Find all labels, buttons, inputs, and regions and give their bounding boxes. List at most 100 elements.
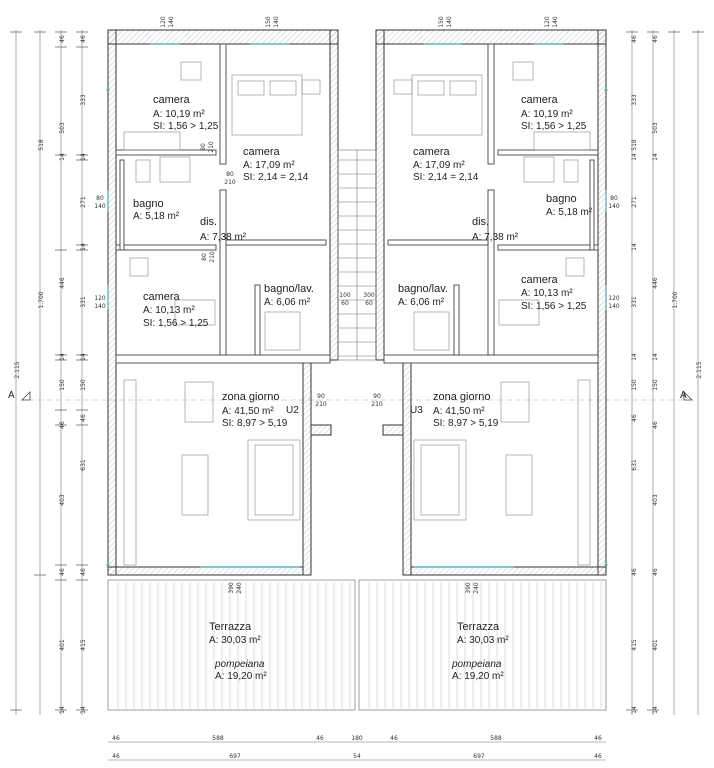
dim-left-b-7: 46 [59, 568, 66, 576]
terrace-left [107, 579, 356, 711]
dim-right-overall-1: 1.700 [672, 291, 679, 308]
dim-right-a-5: 331 [631, 296, 638, 308]
dim-right-b-4: 150 [652, 379, 659, 391]
dim-left-top: 46 [59, 35, 66, 43]
opening-w8-w: 390 [228, 582, 235, 594]
svg-text:A: 30,03 m²: A: 30,03 m² [209, 635, 261, 646]
svg-text:A: 30,03 m²: A: 30,03 m² [457, 635, 509, 646]
svg-text:bagno/lav.: bagno/lav. [264, 283, 314, 295]
room-right-dis: dis. A: 7,38 m² [472, 216, 519, 243]
svg-text:pompeiana: pompeiana [214, 659, 265, 670]
svg-text:SI: 2,14 = 2,14: SI: 2,14 = 2,14 [413, 172, 479, 183]
opening-w4-h: 210 [315, 401, 327, 408]
section-markers [20, 391, 694, 401]
room-right-bagnolav: bagno/lav. A: 6,06 m² [398, 283, 448, 308]
dim-left-a-4: 14 [80, 243, 87, 251]
dim-right-a-9: 631 [631, 459, 638, 471]
room-left-bagno: bagno A: 5,18 m² [133, 198, 180, 222]
opening-w9-w: 390 [465, 582, 472, 594]
left-dimension-ticks [10, 31, 704, 711]
terrace-right [358, 579, 607, 711]
svg-text:SI: 1,56 > 1,25: SI: 1,56 > 1,25 [143, 318, 209, 329]
dim-left-a-12: 14 [80, 706, 87, 714]
dim-right-a-3: 271 [631, 196, 638, 208]
svg-text:A: 5,18 m²: A: 5,18 m² [133, 211, 180, 222]
svg-text:pompeiana: pompeiana [451, 659, 502, 670]
dim-bottom-b-3: 697 [473, 753, 485, 760]
opening-w3-h: 210 [209, 251, 216, 263]
room-left-dis: dis. A: 7,38 m² [200, 216, 247, 243]
opening-w8-h: 240 [236, 582, 243, 594]
dim-right-c: 518 [631, 139, 638, 151]
dim-left-a-8: 46 [80, 414, 87, 422]
dim-left-a-9: 631 [80, 459, 87, 471]
svg-text:A: 19,20 m²: A: 19,20 m² [215, 671, 267, 682]
svg-text:dis.: dis. [200, 216, 217, 228]
dim-bottom-b-2: 54 [353, 753, 361, 760]
svg-text:SI: 1,56 > 1,25: SI: 1,56 > 1,25 [153, 121, 219, 132]
dim-bottom-a-6: 46 [594, 735, 602, 742]
left-dimension-lines [15, 30, 699, 715]
dim-left-b-4: 150 [59, 379, 66, 391]
svg-text:A: 7,38 m²: A: 7,38 m² [472, 232, 519, 243]
svg-text:camera: camera [413, 146, 451, 158]
dim-right-b-7: 46 [652, 568, 659, 576]
furniture-left [123, 61, 321, 566]
dim-right-top: 46 [652, 35, 659, 43]
dim-right-a-8: 46 [631, 414, 638, 422]
room-left-terrazza: Terrazza A: 30,03 m² pompeiana A: 19,20 … [209, 621, 267, 682]
svg-text:Terrazza: Terrazza [457, 621, 500, 633]
dim-right-a-6: 14 [631, 353, 638, 361]
svg-text:A: 7,38 m²: A: 7,38 m² [200, 232, 247, 243]
dim-right-b-3: 14 [652, 353, 659, 361]
windows [107, 43, 607, 568]
dim-bottom-b-0: 46 [112, 753, 120, 760]
svg-text:bagno: bagno [546, 193, 577, 205]
section-label-left: A [8, 390, 15, 401]
unit-label-left: U2 [286, 405, 299, 416]
svg-text:A: 10,13 m²: A: 10,13 m² [521, 288, 573, 299]
dim-right-a-4: 14 [631, 243, 638, 251]
opening-top_r2-h: 140 [552, 16, 559, 28]
dim-left-a-3: 271 [80, 196, 87, 208]
opening-w1-w: 80 [200, 143, 207, 151]
svg-text:camera: camera [243, 146, 281, 158]
dim-right-b-6: 403 [652, 494, 659, 506]
svg-text:A: 41,50 m²: A: 41,50 m² [433, 406, 485, 417]
opening-top_l2-h: 140 [273, 16, 280, 28]
opening-side3-w: 80 [610, 195, 618, 202]
dim-left-overall-2: 2.115 [14, 361, 21, 378]
unit-label-right: U3 [410, 405, 423, 416]
dim-left-c: 518 [38, 139, 45, 151]
opening-side1-h: 140 [94, 203, 106, 210]
opening-w5-h: 210 [371, 401, 383, 408]
opening-side1-w: 80 [96, 195, 104, 202]
dim-left-a-2: 14 [80, 153, 87, 161]
dim-left-b-3: 14 [59, 353, 66, 361]
opening-top_r1-w: 150 [438, 16, 445, 28]
room-right-zona-giorno: zona giorno A: 41,50 m² SI: 8,97 > 5,19 [433, 391, 499, 429]
svg-text:camera: camera [143, 291, 181, 303]
dim-right-b-9: 14 [652, 706, 659, 714]
dim-right-b-0: 503 [652, 122, 659, 134]
room-right-camera2: camera A: 17,09 m² SI: 2,14 = 2,14 [413, 146, 479, 183]
svg-text:Terrazza: Terrazza [209, 621, 252, 633]
opening-top_l1-h: 140 [168, 16, 175, 28]
opening-w6-w: 100 [339, 292, 351, 299]
dim-right-overall-2: 2.115 [696, 361, 703, 378]
dim-right-a-7: 150 [631, 379, 638, 391]
opening-w7-w: 300 [363, 292, 375, 299]
dim-right-a-2: 14 [631, 153, 638, 161]
svg-text:A: 41,50 m²: A: 41,50 m² [222, 406, 274, 417]
opening-w9-h: 240 [473, 582, 480, 594]
dim-bottom-a-1: 588 [212, 735, 224, 742]
svg-text:A: 5,18 m²: A: 5,18 m² [546, 207, 593, 218]
dim-left-a-11: 415 [80, 639, 87, 651]
dim-left-b-2: 446 [59, 277, 66, 289]
opening-side4-h: 140 [608, 303, 620, 310]
room-right-camera1: camera A: 10,19 m² SI: 1,56 > 1,25 [521, 94, 587, 132]
svg-text:A: 19,20 m²: A: 19,20 m² [452, 671, 504, 682]
dim-left-b-8: 401 [59, 639, 66, 651]
staircase [337, 149, 377, 361]
